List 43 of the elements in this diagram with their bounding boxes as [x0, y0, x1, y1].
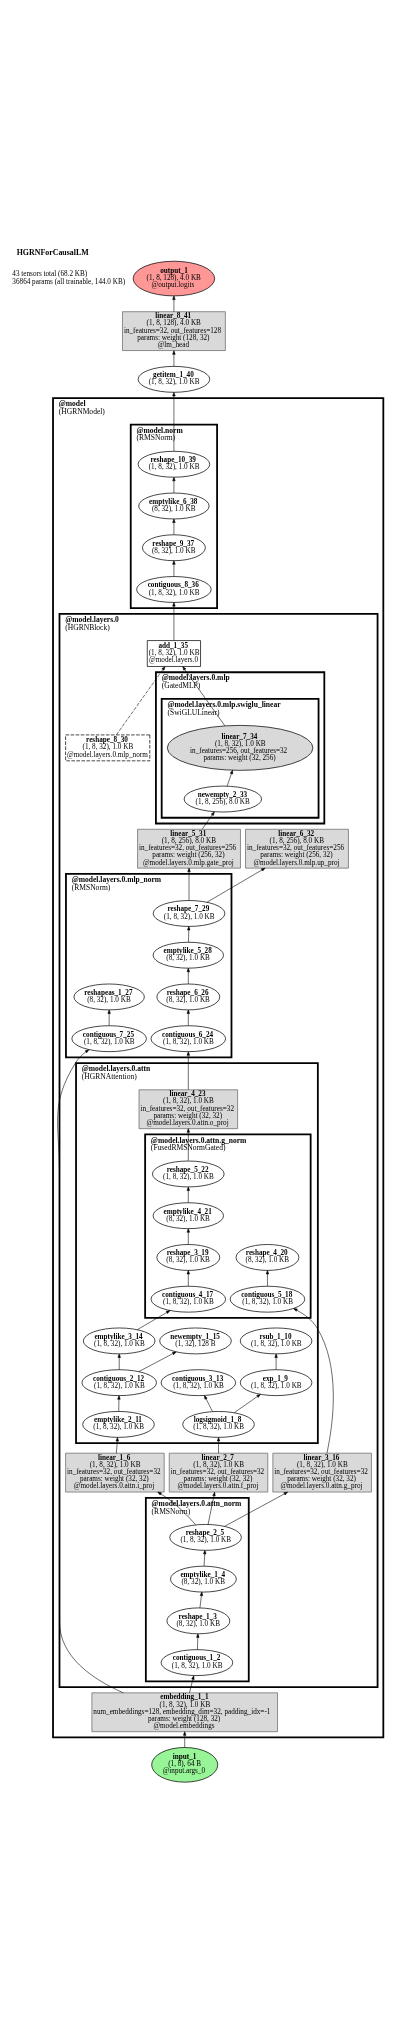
arrow — [182, 666, 226, 727]
arrow — [217, 1437, 221, 1454]
arrow — [183, 1731, 187, 1748]
arrow — [172, 560, 176, 577]
arrow — [187, 926, 191, 943]
arrow — [115, 1437, 119, 1454]
arrow — [265, 1270, 269, 1287]
arrow — [233, 1394, 261, 1413]
arrow — [206, 867, 266, 903]
diagram-title: HGRNForCausalLM — [16, 248, 89, 258]
arrow — [186, 1128, 190, 1162]
arrow — [186, 1228, 190, 1245]
arrow — [207, 1491, 216, 1525]
arrow — [189, 1675, 195, 1694]
arrow — [157, 1491, 196, 1525]
arrow — [187, 867, 191, 901]
arrow — [224, 1491, 288, 1527]
arrow — [57, 1049, 124, 1694]
arrow — [226, 769, 233, 787]
arrow — [172, 350, 176, 367]
arrow — [274, 1353, 278, 1370]
arrow — [107, 1009, 111, 1026]
arrow — [186, 1186, 190, 1203]
arrow — [172, 602, 176, 641]
arrow — [186, 1051, 190, 1090]
arrow — [117, 1395, 121, 1412]
arrow — [117, 1353, 121, 1370]
arrow — [203, 1550, 207, 1567]
arrow — [186, 967, 190, 985]
arrow — [138, 1351, 177, 1372]
arrow — [172, 518, 176, 535]
arrow — [186, 1009, 190, 1026]
arrow — [196, 1633, 200, 1650]
arrow — [199, 1591, 203, 1609]
arrow — [172, 392, 176, 452]
arrow — [116, 666, 166, 735]
arrow — [172, 476, 176, 494]
arrow — [201, 811, 215, 830]
arrow — [293, 1308, 334, 1454]
arrow — [172, 295, 176, 312]
arrow — [186, 1270, 190, 1287]
arrow — [204, 1395, 213, 1412]
arrow — [136, 1310, 171, 1330]
